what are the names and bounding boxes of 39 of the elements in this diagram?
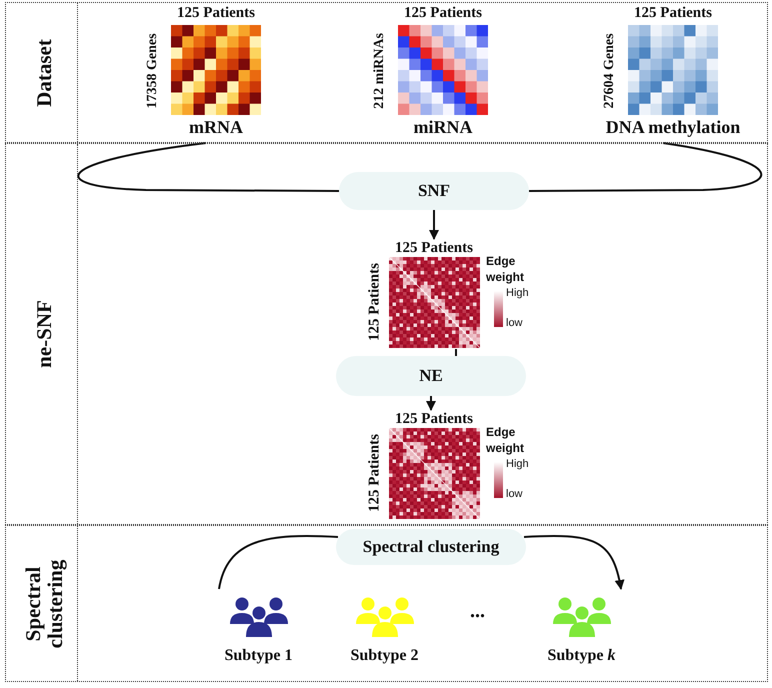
section-panel <box>5 525 768 682</box>
subtype-label: Subtype 2 <box>349 647 420 665</box>
colorbar-tick-label: low <box>506 488 523 500</box>
subtype-label: Subtype 1 <box>223 647 294 665</box>
section-panel <box>5 143 768 525</box>
axis-title: 125 Patients <box>394 411 474 428</box>
section-heading: Dataset <box>32 38 56 106</box>
axis-title: 125 Patients <box>394 240 474 257</box>
axis-title: 125 Patients <box>403 5 483 22</box>
connector-line <box>529 142 762 192</box>
connector-line <box>78 142 339 192</box>
axis-title: 17358 Genes <box>145 33 161 109</box>
section-panel <box>5 2 768 143</box>
dataset-label: mRNA <box>188 117 244 138</box>
arrow <box>429 210 439 240</box>
colorbar-tick-label: High <box>506 287 529 299</box>
colorbar-title: Edge weight <box>486 254 525 286</box>
connector-line <box>455 349 457 356</box>
axis-title: 125 Patients <box>366 434 384 512</box>
section-heading: Spectral clustering <box>22 558 66 650</box>
dataset-label: miRNA <box>412 117 474 138</box>
section-heading: ne-SNF <box>32 300 56 368</box>
subtype-label: Subtype k <box>546 647 617 665</box>
axis-title: 125 Patients <box>633 5 713 22</box>
process-pill: Spectral clustering <box>336 529 526 565</box>
ellipsis-label: ... <box>470 600 485 623</box>
colorbar-title: Edge weight <box>486 425 525 456</box>
axis-title: 212 miRNAs <box>372 33 388 109</box>
axis-title: 125 Patients <box>176 5 256 22</box>
arrow <box>426 396 436 411</box>
arrow <box>524 535 624 590</box>
colorbar-tick-label: High <box>506 458 529 470</box>
axis-title: 125 Patients <box>366 263 384 341</box>
axis-title: 27604 Genes <box>602 33 618 109</box>
process-pill: NE <box>336 356 526 396</box>
dataset-label: DNA methylation <box>604 117 742 138</box>
process-pill: SNF <box>339 172 529 210</box>
connector-line <box>218 535 338 590</box>
colorbar-tick-label: low <box>506 317 523 329</box>
